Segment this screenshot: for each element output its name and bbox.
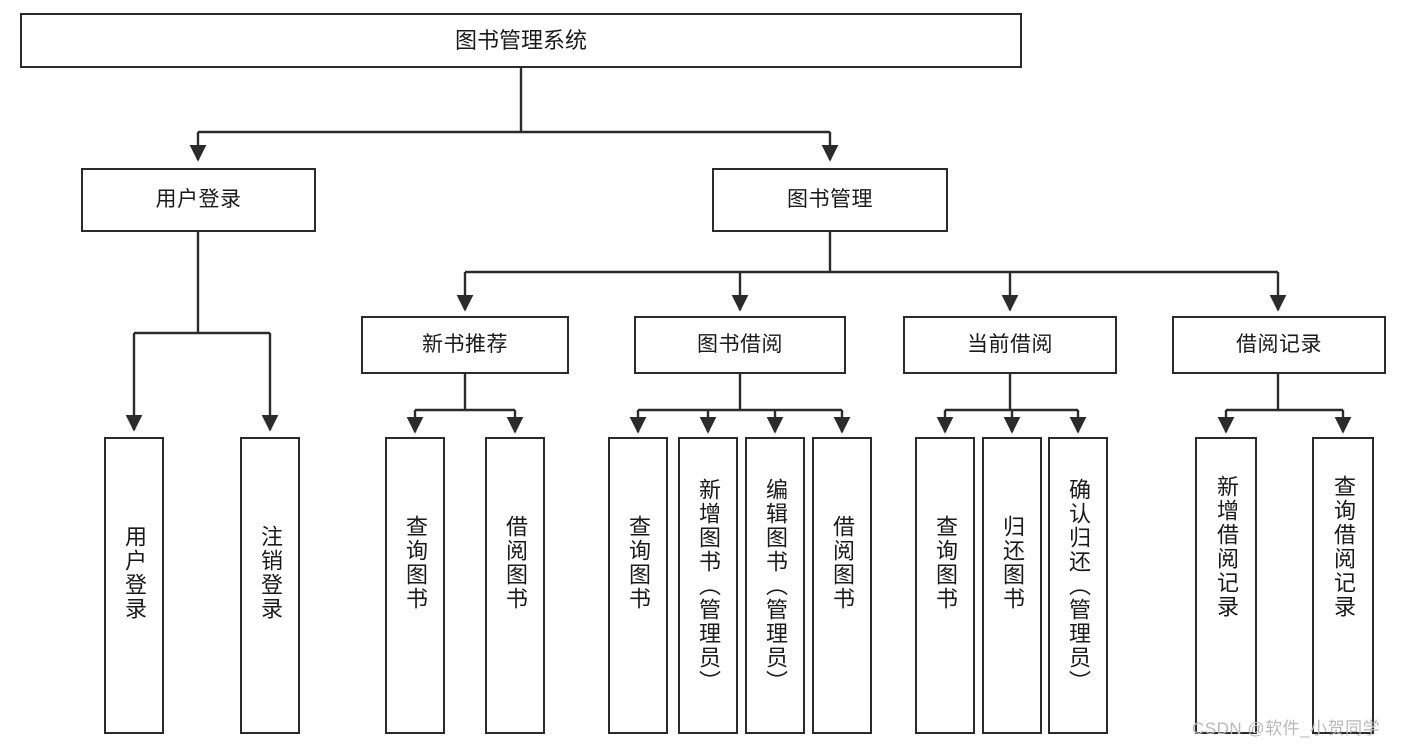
leaf-user-login[interactable]: 用户登录 <box>104 437 164 734</box>
leaf-borrow-book-2[interactable]: 借阅图书 <box>812 437 872 734</box>
node-new-book-recommend-label: 新书推荐 <box>422 332 508 356</box>
leaf-query-book-2[interactable]: 查询图书 <box>608 437 668 734</box>
leaf-query-book-1[interactable]: 查询图书 <box>385 437 445 734</box>
leaf-edit-book-label: 编辑图书（管理员） <box>763 477 788 694</box>
leaf-query-book-2-label: 查询图书 <box>626 515 651 611</box>
node-book-manage[interactable]: 图书管理 <box>712 168 948 232</box>
leaf-add-record[interactable]: 新增借阅记录 <box>1195 437 1257 734</box>
leaf-borrow-book-2-label: 借阅图书 <box>830 515 855 611</box>
node-user-login-label: 用户登录 <box>155 187 242 211</box>
leaf-query-record-label: 查询借阅记录 <box>1331 475 1356 619</box>
node-root-label: 图书管理系统 <box>454 27 587 53</box>
leaf-add-book[interactable]: 新增图书（管理员） <box>678 437 738 734</box>
leaf-add-record-label: 新增借阅记录 <box>1214 475 1239 619</box>
node-book-borrow-label: 图书借阅 <box>697 332 783 356</box>
leaf-edit-book[interactable]: 编辑图书（管理员） <box>745 437 805 734</box>
node-current-borrow-label: 当前借阅 <box>967 332 1053 356</box>
csdn-watermark: CSDN @软件_小贺同学 <box>1192 719 1381 738</box>
leaf-user-login-label: 用户登录 <box>122 525 147 621</box>
leaf-query-book-3[interactable]: 查询图书 <box>915 437 975 734</box>
leaf-logout-login[interactable]: 注销登录 <box>240 437 300 734</box>
leaf-confirm-return-label: 确认归还（管理员） <box>1066 477 1091 694</box>
node-book-manage-label: 图书管理 <box>787 187 873 211</box>
node-book-borrow[interactable]: 图书借阅 <box>634 316 846 374</box>
node-root[interactable]: 图书管理系统 <box>20 13 1022 68</box>
leaf-return-book-label: 归还图书 <box>1000 515 1025 611</box>
leaf-query-book-3-label: 查询图书 <box>933 515 958 611</box>
node-borrow-record-label: 借阅记录 <box>1236 332 1322 356</box>
leaf-borrow-book-1-label: 借阅图书 <box>503 515 528 611</box>
leaf-query-book-1-label: 查询图书 <box>403 515 428 611</box>
node-new-book-recommend[interactable]: 新书推荐 <box>361 316 569 374</box>
leaf-query-record[interactable]: 查询借阅记录 <box>1312 437 1374 734</box>
node-user-login[interactable]: 用户登录 <box>81 168 316 232</box>
node-borrow-record[interactable]: 借阅记录 <box>1172 316 1386 374</box>
leaf-return-book[interactable]: 归还图书 <box>982 437 1042 734</box>
leaf-borrow-book-1[interactable]: 借阅图书 <box>485 437 545 734</box>
leaf-add-book-label: 新增图书（管理员） <box>696 477 721 694</box>
node-current-borrow[interactable]: 当前借阅 <box>903 316 1117 374</box>
leaf-logout-login-label: 注销登录 <box>258 525 283 621</box>
leaf-confirm-return[interactable]: 确认归还（管理员） <box>1048 437 1108 734</box>
